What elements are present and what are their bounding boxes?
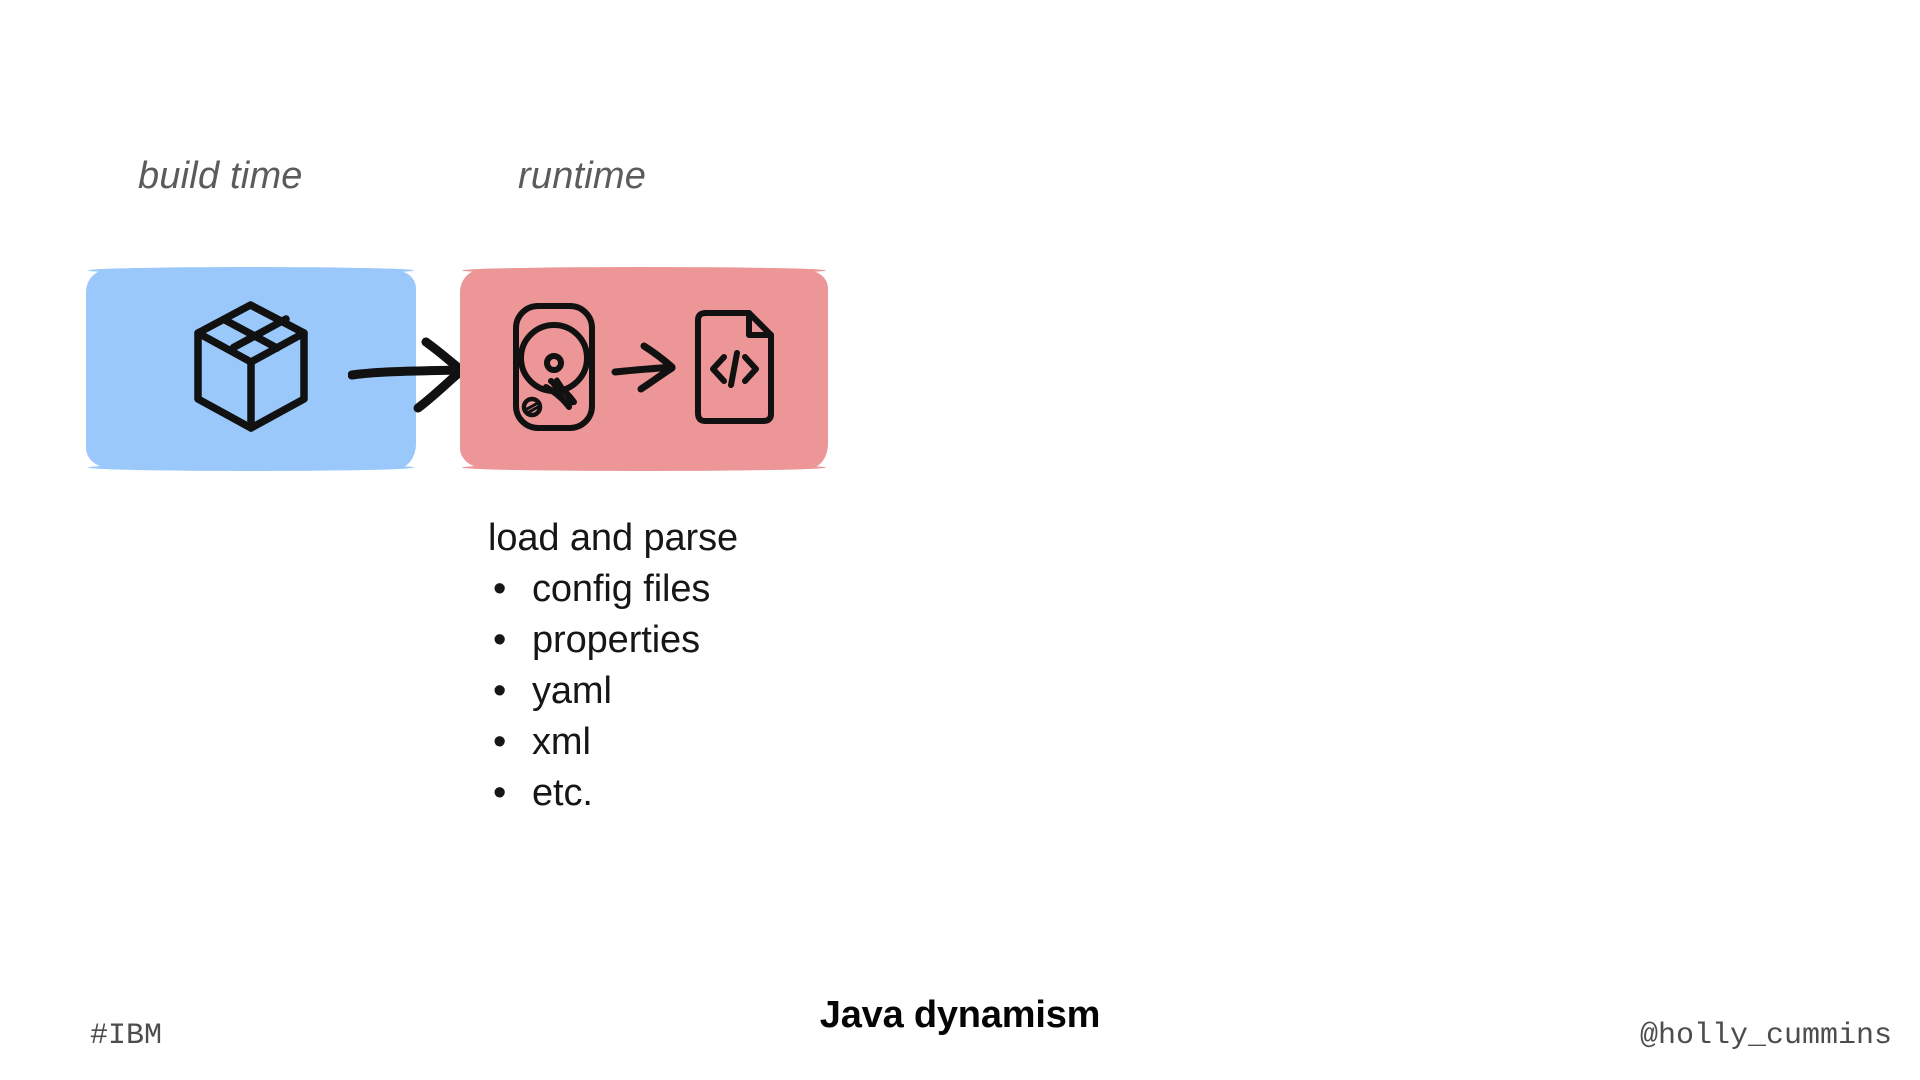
- list-item: • properties: [488, 615, 1008, 666]
- footer-twitter-handle: @holly_cummins: [1639, 1019, 1892, 1053]
- bullet-glyph: •: [493, 619, 507, 661]
- list-item: • yaml: [488, 666, 1008, 717]
- phase-label-build-time: build time: [138, 155, 303, 197]
- list-item-label: properties: [532, 619, 700, 661]
- slide-title: Java dynamism: [819, 994, 1101, 1036]
- build-box-icons: [86, 270, 416, 468]
- bullet-glyph: •: [493, 772, 507, 814]
- description-list: • config files • properties • yaml • xml…: [488, 564, 1008, 819]
- phase-label-runtime: runtime: [518, 155, 647, 197]
- description-heading: load and parse: [488, 517, 739, 559]
- footer-hashtag: #IBM: [90, 1019, 163, 1053]
- code-file-icon: [691, 308, 777, 431]
- bullet-glyph: •: [493, 670, 507, 712]
- arrow-build-to-runtime-icon: [347, 330, 478, 416]
- hard-disk-icon: [511, 301, 597, 438]
- list-item: • config files: [488, 564, 1008, 615]
- package-cube-icon: [191, 300, 311, 439]
- runtime-box-icons: [460, 270, 828, 468]
- list-item-label: yaml: [532, 670, 612, 712]
- list-item: • xml: [488, 717, 1008, 768]
- stage-box-runtime: [460, 267, 828, 471]
- stage-box-build-time: [86, 267, 416, 471]
- arrow-right-icon: [611, 340, 677, 399]
- list-item-label: etc.: [532, 772, 593, 814]
- list-item: • etc.: [488, 768, 1008, 819]
- bullet-glyph: •: [493, 568, 507, 610]
- runtime-description-block: load and parse • config files • properti…: [488, 512, 1008, 819]
- list-item-label: config files: [532, 568, 711, 610]
- list-item-label: xml: [532, 721, 591, 763]
- bullet-glyph: •: [493, 721, 507, 763]
